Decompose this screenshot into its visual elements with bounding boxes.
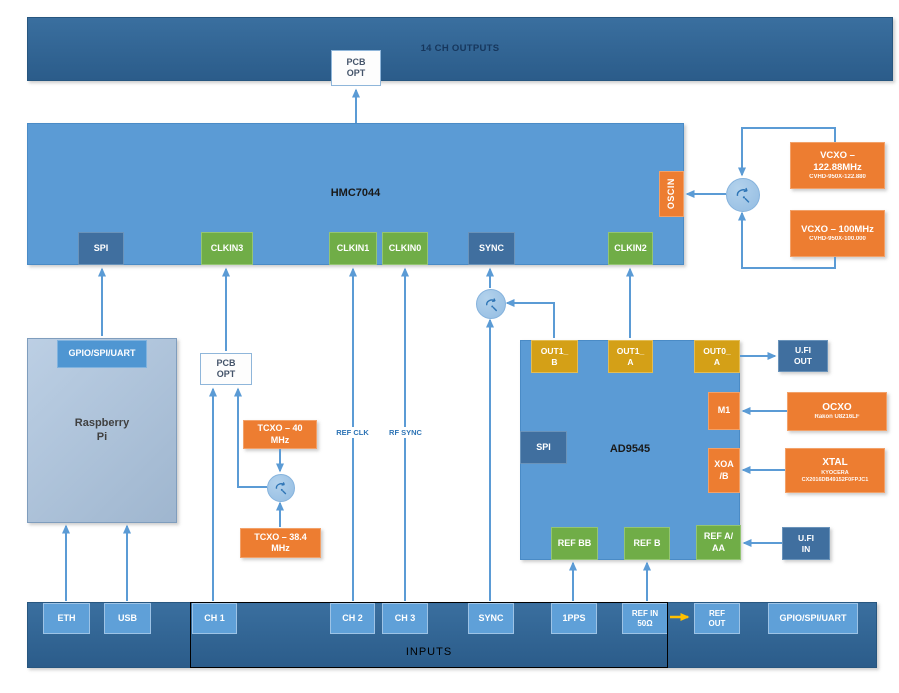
vcxo-122-part: CVHD-950X-122.880 [809, 173, 866, 180]
hmc7044-port-clkin3: CLKIN3 [201, 232, 253, 265]
input-usb: USB [104, 603, 151, 634]
tcxo-switch-icon [267, 474, 295, 502]
xtal-box: XTAL KYOCERA CX2016DB49152F0FPJC1 [785, 448, 885, 493]
ad9545-port-out1b: OUT1_ B [531, 340, 578, 373]
ad9545-port-out1a: OUT1_ A [608, 340, 653, 373]
hmc7044-port-clkin0: CLKIN0 [382, 232, 428, 265]
tcxo-384-box: TCXO – 38.4 MHz [240, 528, 321, 558]
input-refout: REF OUT [694, 603, 740, 634]
rf-sync-wire-label: RF SYNC [384, 427, 427, 438]
input-refin-50ohm: REF IN 50Ω [622, 603, 668, 634]
ref-clk-wire-label: REF CLK [331, 427, 374, 438]
ocxo-box: OCXO Rakon U8216LF [787, 392, 887, 431]
xtal-part: KYOCERA CX2016DB49152F0FPJC1 [801, 469, 869, 483]
vcxo-122-box: VCXO – 122.88MHz CVHD-950X-122.880 [790, 142, 885, 189]
vcxo-122-title: VCXO – 122.88MHz [813, 149, 862, 173]
hmc7044-port-clkin1: CLKIN1 [329, 232, 377, 265]
outputs-bar: 14 CH OUTPUTS [27, 17, 893, 81]
sync-switch-icon [476, 289, 506, 319]
input-gpio-spi-uart: GPIO/SPI/UART [768, 603, 858, 634]
ad9545-port-out0a: OUT0_ A [694, 340, 740, 373]
raspberry-pi-gpio-header: GPIO/SPI/UART [57, 340, 147, 368]
ad9545-port-refbb: REF BB [551, 527, 598, 560]
input-ch3: CH 3 [382, 603, 428, 634]
pcb-opt-top-box: PCB OPT [331, 50, 381, 86]
switch-glyph-icon [736, 187, 750, 203]
ufl-out-box: U.FI OUT [778, 340, 828, 372]
ufl-in-box: U.FI IN [782, 527, 830, 560]
hmc7044-port-oscin: OSCIN [659, 171, 684, 217]
raspberry-pi-label: Raspberry Pi [74, 416, 130, 443]
ad9545-port-refb: REF B [624, 527, 670, 560]
input-ch1: CH 1 [192, 603, 237, 634]
input-eth: ETH [43, 603, 90, 634]
ocxo-title: OCXO [822, 401, 852, 413]
hmc7044-port-sync: SYNC [468, 232, 515, 265]
inputs-label: INPUTS [405, 646, 453, 659]
ad9545-port-refaaa: REF A/ AA [696, 525, 741, 560]
switch-glyph-icon [275, 482, 287, 495]
xtal-title: XTAL [822, 457, 848, 469]
ad9545-port-xoab: XOA /B [708, 448, 740, 493]
hmc7044-label: HMC7044 [330, 187, 381, 200]
input-sync: SYNC [468, 603, 514, 634]
switch-glyph-icon [485, 297, 497, 311]
input-1pps: 1PPS [551, 603, 597, 634]
ad9545-port-spi: SPI [520, 431, 567, 464]
vcxo-100-part: CVHD-950X-100.000 [809, 235, 866, 242]
ocxo-part: Rakon U8216LF [814, 414, 860, 420]
vcxo-100-box: VCXO – 100MHz CVHD-950X-100.000 [790, 210, 885, 257]
ad9545-label: AD9545 [609, 443, 651, 456]
input-ch2: CH 2 [330, 603, 375, 634]
tcxo-40-box: TCXO – 40 MHz [243, 420, 317, 449]
pcb-opt-mid-box: PCB OPT [200, 353, 252, 385]
oscin-label: OSCIN [665, 178, 676, 210]
vcxo-switch-icon [726, 178, 760, 212]
hmc7044-port-clkin2: CLKIN2 [608, 232, 653, 265]
vcxo-100-title: VCXO – 100MHz [801, 223, 874, 235]
ad9545-port-m1: M1 [708, 392, 740, 430]
raspberry-pi-box: Raspberry Pi [27, 338, 177, 523]
outputs-bar-label: 14 CH OUTPUTS [420, 43, 500, 55]
hmc7044-port-spi: SPI [78, 232, 124, 265]
inputs-outline [190, 602, 668, 668]
